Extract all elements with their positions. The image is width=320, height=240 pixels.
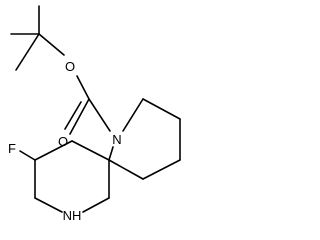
bond-ch2-lower-left-to-nh <box>34 197 63 213</box>
atom-labels: O O N F NH <box>8 59 122 223</box>
bond-piperidine-c4-c5 <box>142 159 181 180</box>
bond-piperidine-spiro-n <box>108 146 114 161</box>
bond-tbu-methyl-bottom-left <box>15 33 40 71</box>
bond-spiro-to-ch2-upper <box>71 140 110 161</box>
bond-piperidine-n-c2 <box>122 98 144 132</box>
bond-piperidine-c2-c3 <box>142 98 181 120</box>
bond-ether-oxygen-to-carbonyl-carbon <box>76 75 90 100</box>
bond-fluorocarbon-to-fluorine <box>19 150 36 161</box>
bond-tbu-to-ether-oxygen <box>38 33 65 56</box>
atom-label-carbonyl-oxygen: O <box>58 134 68 149</box>
bond-piperidine-c5-spiro <box>108 159 144 180</box>
bond-ch2-to-fluorocarbon <box>34 140 73 161</box>
bond-lines <box>10 5 181 213</box>
atom-label-fluorine: F <box>8 141 16 156</box>
bond-carbonyl-double-outer <box>69 98 90 135</box>
bond-carbonyl-carbon-to-nitrogen <box>88 98 111 132</box>
bond-carbonyl-double-inner <box>64 101 82 130</box>
bond-nh-to-ch2-lower-right <box>82 197 110 213</box>
atom-label-amine-nitrogen: NH <box>63 208 82 223</box>
chemical-structure-diagram: O O N F NH <box>8 5 181 223</box>
atom-label-ether-oxygen: O <box>65 59 75 74</box>
atom-label-piperidine-nitrogen: N <box>112 132 121 147</box>
